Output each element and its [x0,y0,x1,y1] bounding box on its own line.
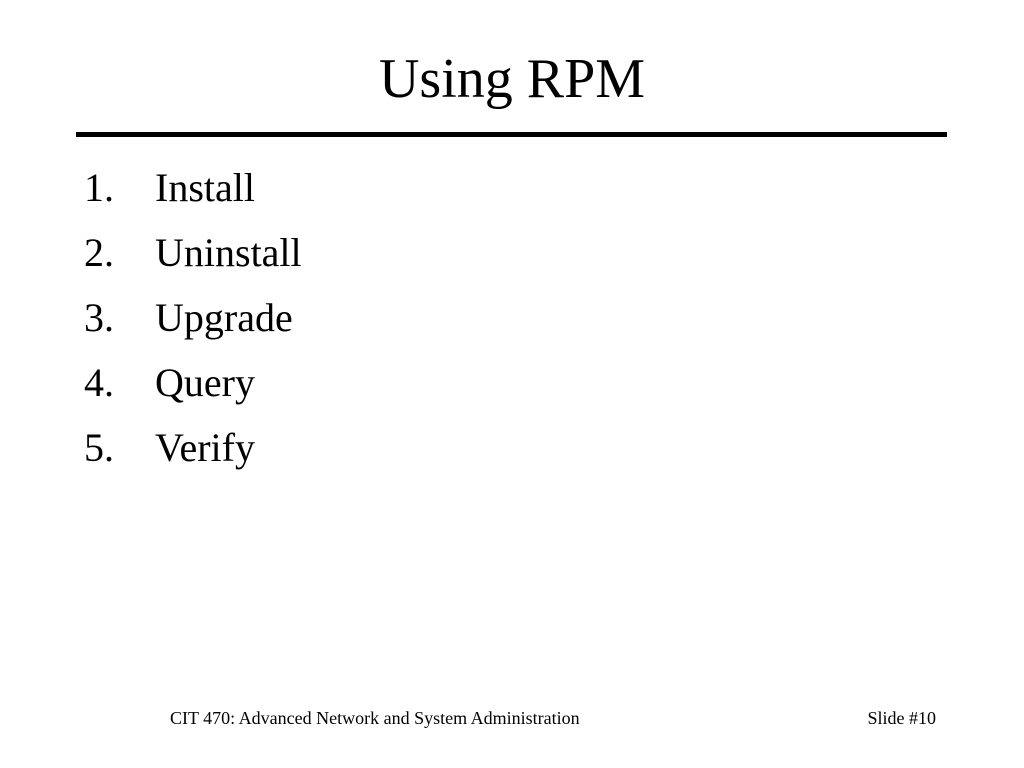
list-item-label: Query [155,360,255,405]
list-item-number: 3. [84,295,114,340]
title-divider [76,132,947,137]
footer-slide-number: Slide #10 [867,708,936,728]
numbered-list: 1.Install 2.Uninstall 3.Upgrade 4.Query … [84,162,302,487]
list-item-number: 4. [84,360,114,405]
list-item: 4. Query [84,357,302,422]
list-item-label: Uninstall [155,230,302,275]
list-item-label: Upgrade [155,295,293,340]
slide-title: Using RPM [378,48,646,110]
list-item: 2. Uninstall [84,227,302,292]
list-item-label: Install [155,165,255,210]
list-item-label: Verify [155,425,255,470]
list-item-number: 1. [84,165,114,210]
footer-course-title: CIT 470: Advanced Network and System Adm… [170,708,580,728]
list-item: 3. Upgrade [84,292,302,357]
list-item: 5. Verify [84,422,302,487]
list-item-number: 5. [84,425,114,470]
list-item: 1. Install [84,162,302,227]
list-item-number: 2. [84,230,114,275]
